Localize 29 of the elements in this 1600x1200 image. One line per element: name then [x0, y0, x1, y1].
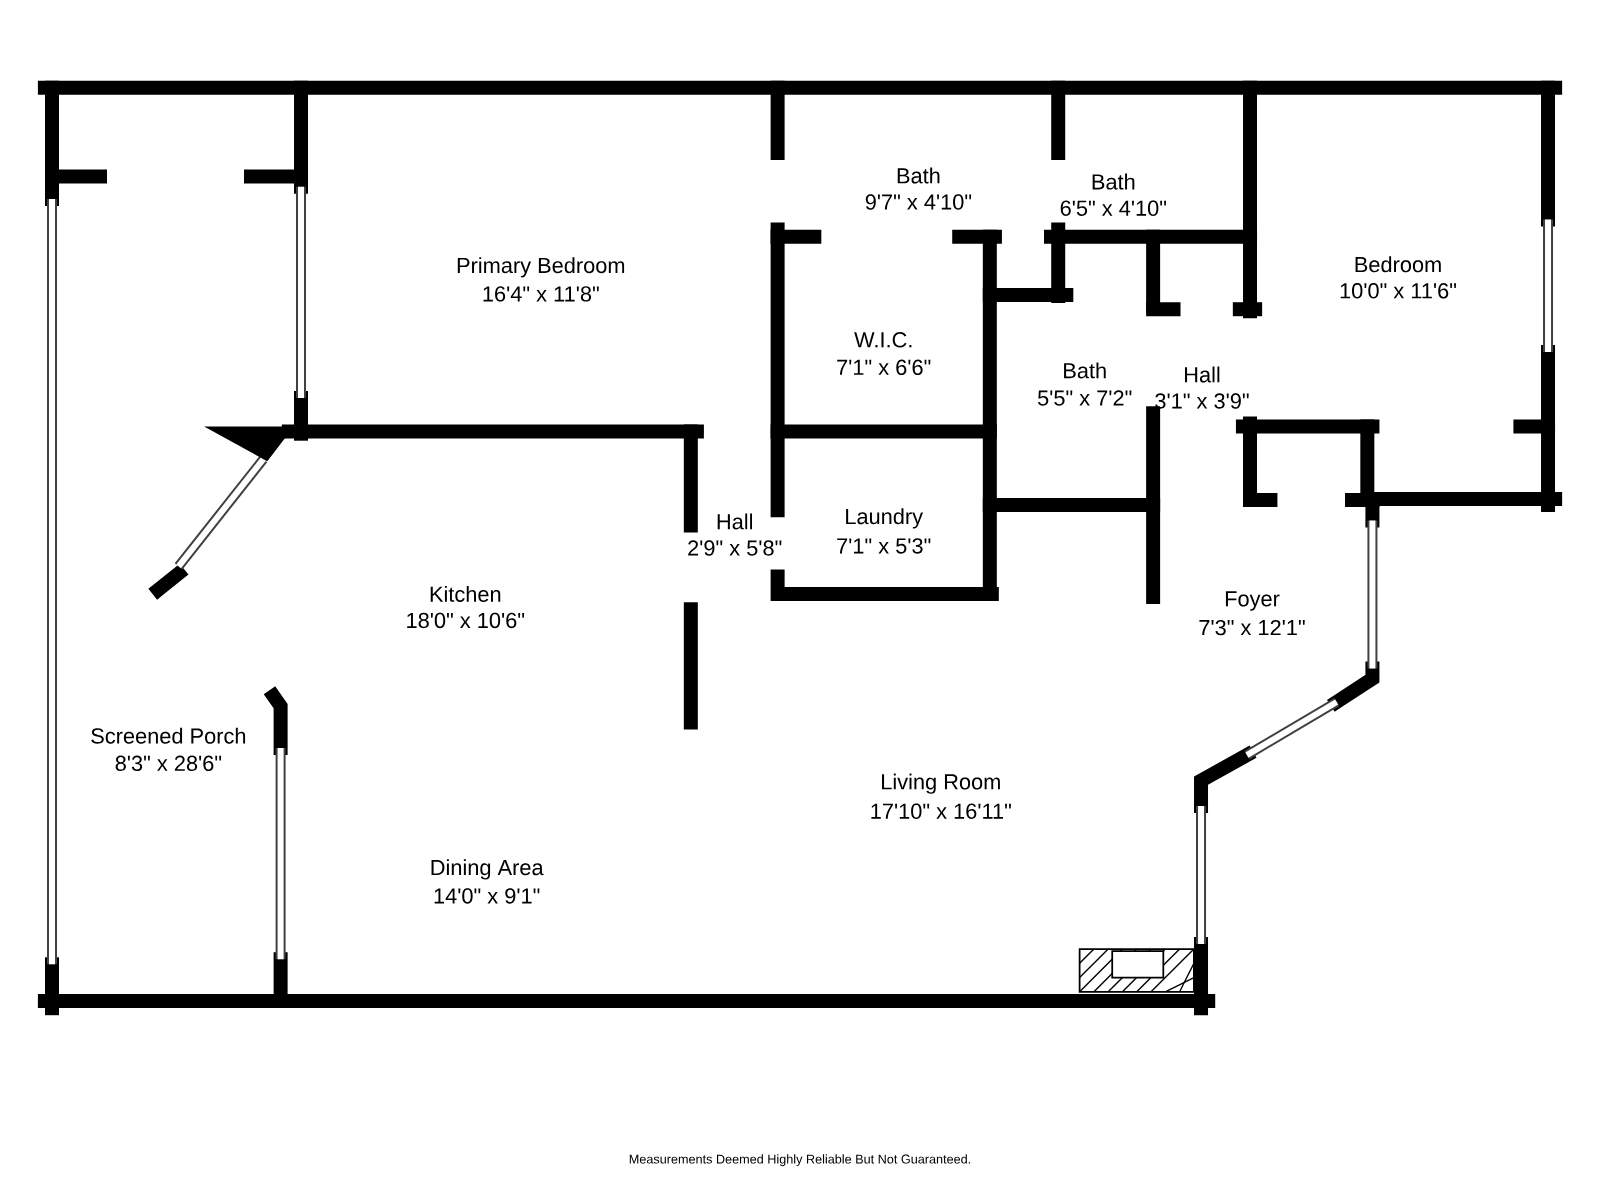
footer-note: Measurements Deemed Highly Reliable But Not Guaranteed.	[629, 1154, 971, 1167]
room-name: Screened Porch	[91, 727, 246, 744]
room-name: Foyer	[1225, 591, 1280, 611]
room-dimensions: 3'1" x 3'9"	[1155, 393, 1249, 409]
room-dimensions: 18'0" x 10'6"	[407, 612, 525, 629]
room-name: Hall	[1185, 366, 1220, 383]
room-name: Bath	[897, 167, 940, 184]
room-dimensions: 9'7" x 4'10"	[865, 194, 972, 210]
room-name: Primary Bedroom	[457, 257, 625, 278]
room-name: Bath	[1092, 173, 1135, 190]
room-name: Living Room	[882, 773, 1000, 794]
room-dimensions: 16'4" x 11'8"	[483, 286, 599, 302]
room-name: Laundry	[846, 508, 924, 529]
room-name: Bedroom	[1355, 256, 1441, 273]
room-dimensions: 7'1" x 6'6"	[837, 359, 931, 375]
room-dimensions: 2'9" x 5'8"	[688, 540, 782, 556]
room-dimensions: 10'0" x 11'6"	[1340, 283, 1456, 299]
room-name: Bath	[1064, 362, 1106, 379]
room-dimensions: 14'0" x 9'1"	[434, 888, 540, 904]
room-dimensions: 7'1" x 5'3"	[837, 538, 931, 554]
room-dimensions: 8'3" x 28'6"	[115, 755, 222, 772]
room-dimensions: 5'5" x 7'2"	[1037, 390, 1132, 406]
room-dimensions: 6'5" x 4'10"	[1060, 200, 1167, 216]
room-name: Hall	[717, 513, 752, 530]
room-name: Dining Area	[431, 859, 544, 880]
room-dimensions: 17'10" x 16'11"	[871, 803, 1011, 819]
room-name: Kitchen	[430, 585, 501, 602]
room-dimensions: 7'3" x 12'1"	[1199, 619, 1305, 636]
room-name: W.I.C.	[854, 332, 912, 348]
